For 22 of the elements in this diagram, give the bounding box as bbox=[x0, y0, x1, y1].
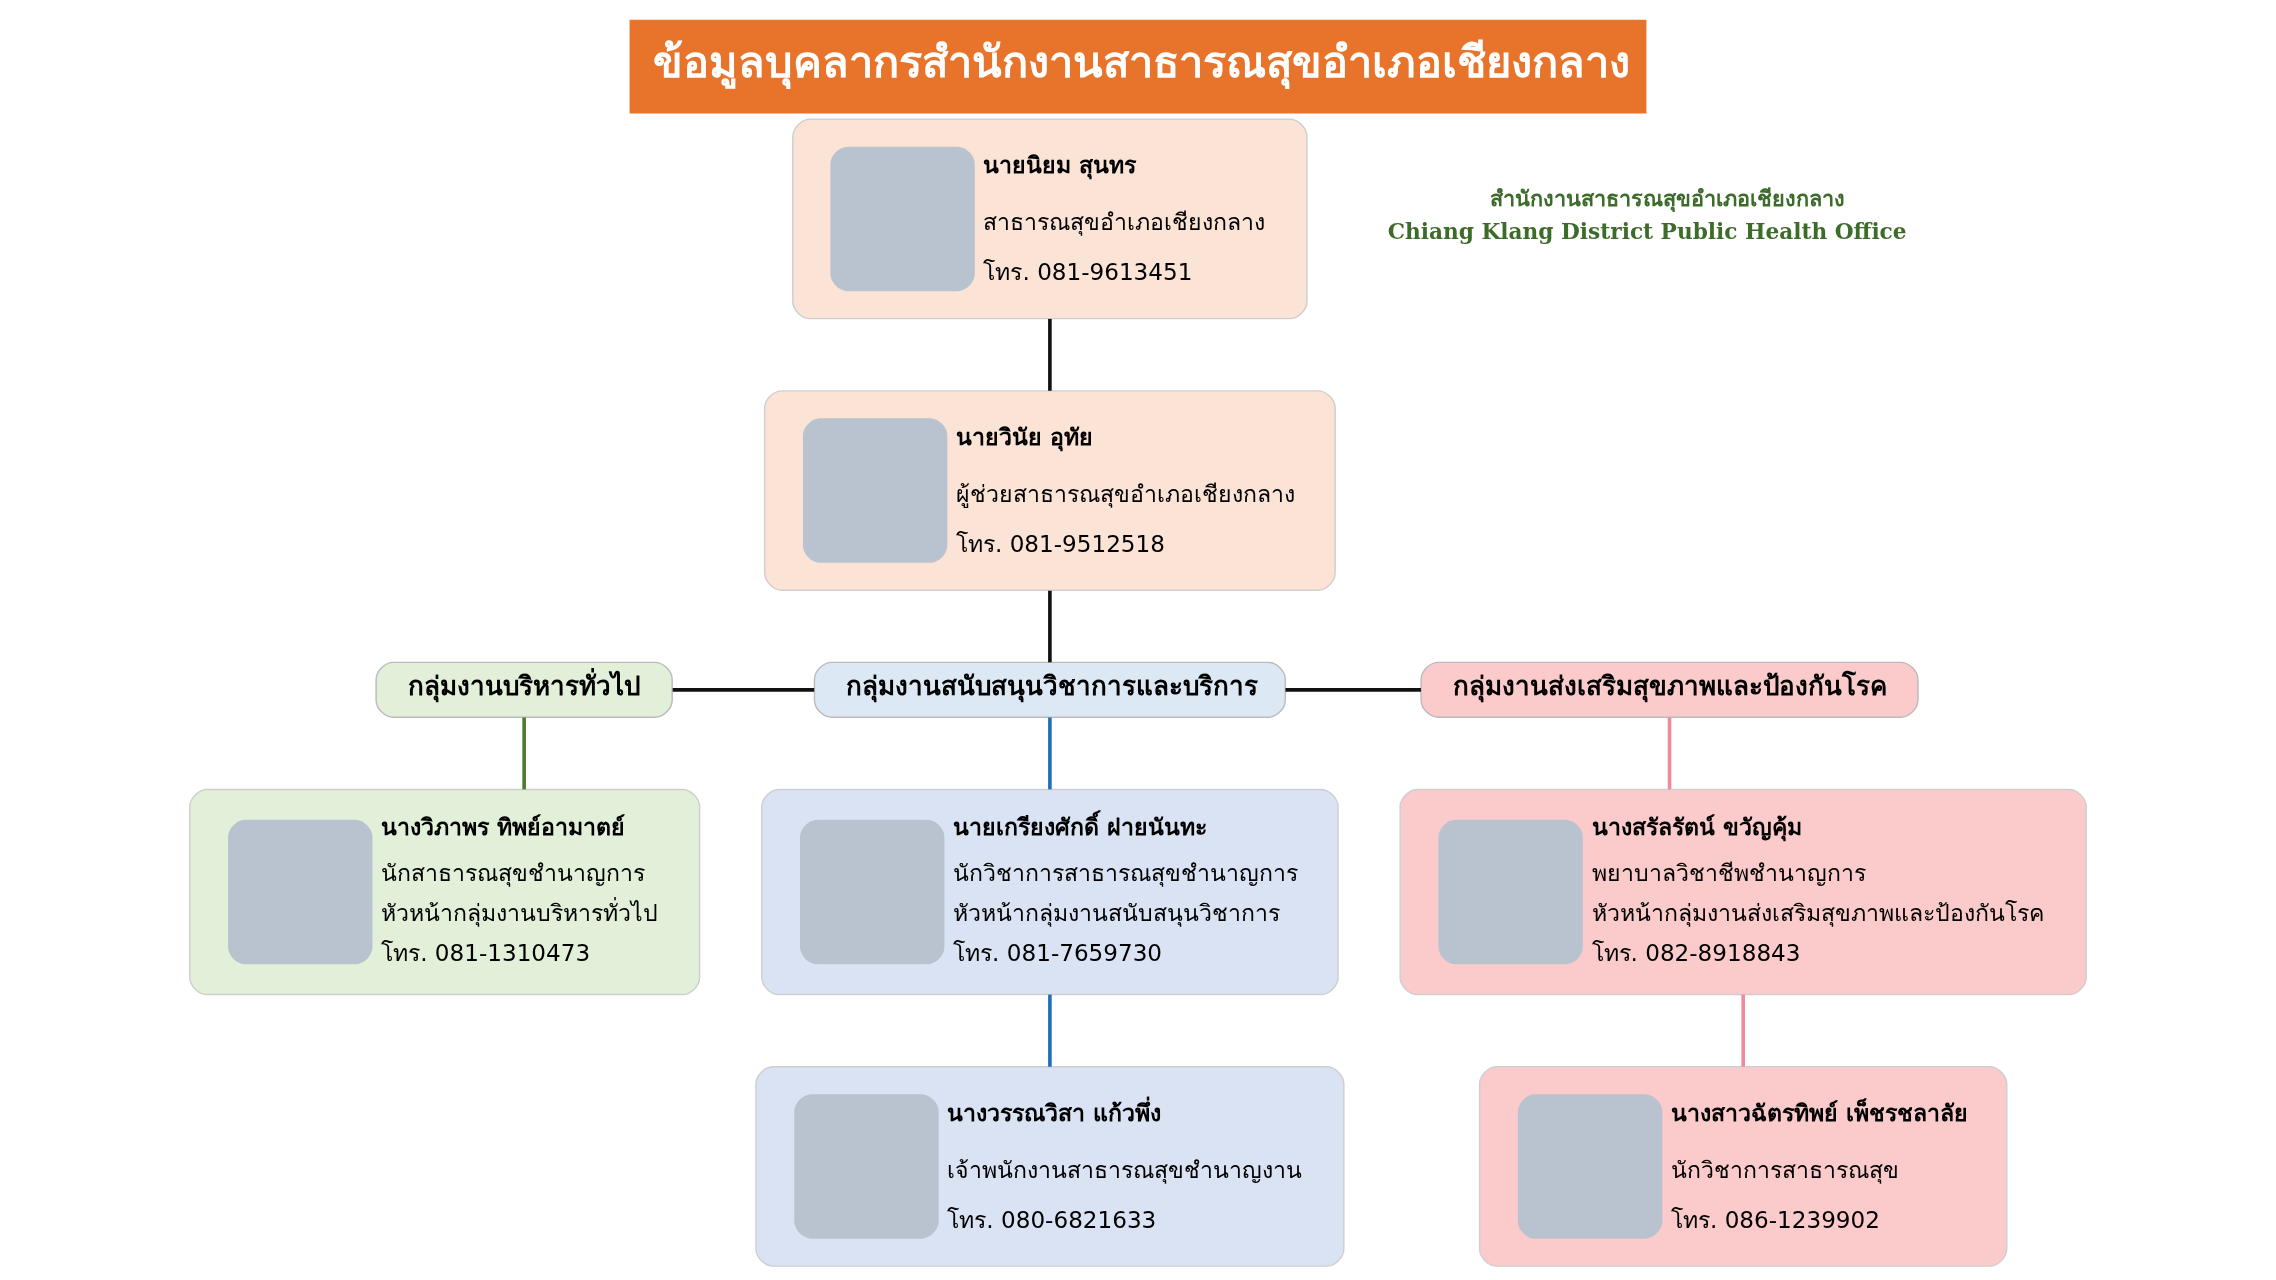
connector bbox=[1048, 590, 1052, 663]
node-box: นางสาวฉัตรทิพย์ เพ็ชรชลาลัย นักวิชาการสาธารณสุข โทร. 086-1239902 bbox=[1478, 1066, 2008, 1267]
connector bbox=[522, 717, 526, 790]
connector bbox=[1667, 717, 1672, 790]
node-box: นายนิยม สุนทร สาธารณสุขอำเภอเชียงกลาง โทร. 081-9613451 bbox=[792, 118, 1308, 320]
connector bbox=[1048, 717, 1052, 790]
diagram-title: ข้อมูลบุคลากรสำนักงานสาธารณสุขอำเภอเชียงกลาง bbox=[652, 36, 1630, 87]
connector bbox=[1048, 318, 1052, 391]
node-box: นางวิภาพร ทิพย์อามาตย์ นักสาธารณสุขชำนาญการ หัวหน้ากลุ่มงานบริหารทั่วไป โทร. 081-1310473 bbox=[189, 788, 701, 996]
node-box: นางสรัลรัตน์ ขวัญคุ้ม พยาบาลวิชาชีพชำนาญการ หัวหน้ากลุ่มงานส่งเสริมสุขภาพและป้องกันโรค โทร. 082-8918843 bbox=[1399, 788, 2087, 996]
connector bbox=[672, 688, 815, 692]
node-box: นายวินัย อุทัย ผู้ช่วยสาธารณสุขอำเภอเชียงกลาง โทร. 081-9512518 bbox=[763, 390, 1336, 591]
label: Chiang Klang District Public Health Office bbox=[1387, 219, 1907, 245]
label: สำนักงานสาธารณสุขอำเภอเชียงกลาง bbox=[1489, 185, 1845, 211]
node-box: นางวรรณวิสา แก้วพึ่ง เจ้าพนักงานสาธารณสุขชำนาญงาน โทร. 080-6821633 bbox=[755, 1066, 1345, 1267]
node-box: กลุ่มงานบริหารทั่วไป bbox=[375, 661, 673, 718]
connector bbox=[1048, 994, 1052, 1067]
connector bbox=[1285, 688, 1421, 692]
node-box: นายเกรียงศักดิ์ ฝายนันทะ นักวิชาการสาธารณสุขชำนาญการ หัวหน้ากลุ่มงานสนับสนุนวิชาการ โทร. 081-7659730 bbox=[761, 788, 1339, 996]
node-box: กลุ่มงานสนับสนุนวิชาการและบริการ bbox=[813, 661, 1287, 718]
node-box: กลุ่มงานส่งเสริมสุขภาพและป้องกันโรค bbox=[1420, 661, 1919, 718]
connector bbox=[1741, 994, 1745, 1067]
